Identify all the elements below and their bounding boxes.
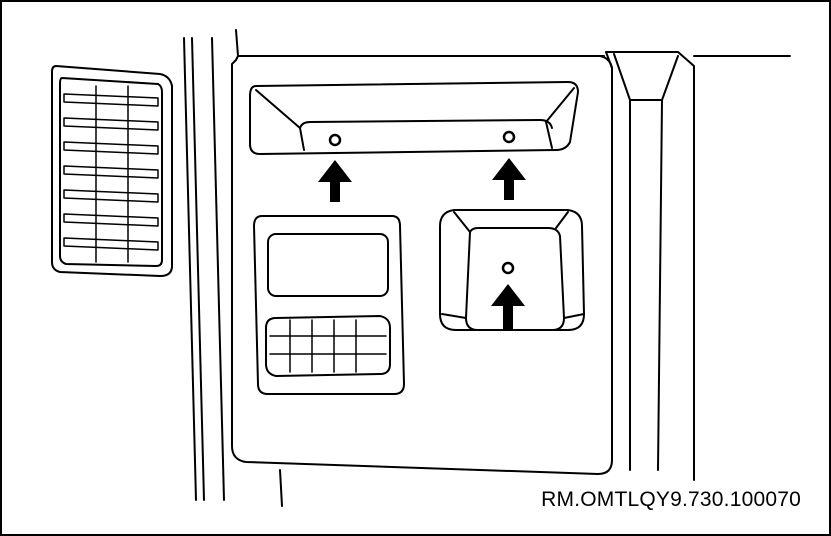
louver-slat	[63, 213, 159, 227]
right-pillar	[605, 51, 791, 481]
screw-hole-left	[328, 133, 342, 147]
center-air-vent	[265, 315, 391, 377]
display-window	[267, 233, 389, 297]
arrow-indicator-right	[492, 158, 526, 200]
louver-slat	[63, 141, 159, 155]
arrow-indicator-cover	[491, 284, 525, 330]
arrow-indicator-left	[318, 160, 352, 202]
side-air-vent	[51, 65, 173, 277]
reference-code: RM.OMTLQY9.730.100070	[541, 488, 801, 511]
louver-slat	[63, 189, 159, 203]
screw-hole-right	[502, 130, 516, 144]
switch-panel	[253, 215, 405, 395]
louver-slat	[63, 93, 159, 107]
upper-trim-cover	[249, 81, 579, 155]
louver-slat	[63, 117, 159, 131]
louver-slat	[63, 237, 159, 251]
main-panel	[231, 55, 613, 507]
dash-pillar	[183, 29, 239, 501]
louver-slat	[63, 165, 159, 179]
screw-hole-cover	[501, 261, 515, 275]
